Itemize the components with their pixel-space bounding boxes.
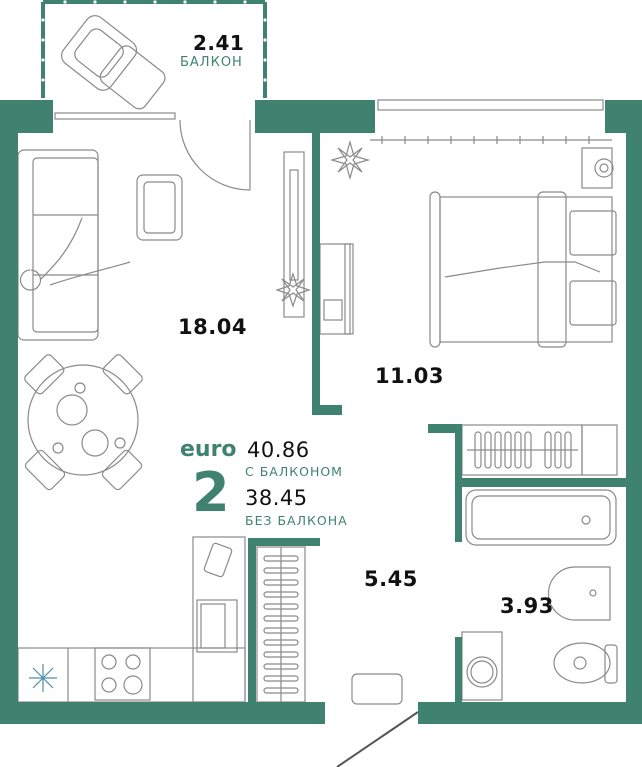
- bedroom-area: 11.03: [375, 364, 444, 388]
- wall: [0, 100, 18, 712]
- bed-icon: [429, 191, 617, 348]
- wall: [455, 478, 626, 487]
- wall: [312, 133, 320, 415]
- wall: [455, 637, 462, 704]
- room-count: 2: [192, 461, 230, 524]
- area-without-balcony: 38.45: [245, 486, 308, 510]
- plant-icon: [275, 272, 311, 308]
- wall: [428, 424, 462, 433]
- wall: [626, 100, 642, 712]
- hallway-area: 5.45: [364, 567, 418, 591]
- wall: [418, 702, 642, 724]
- wall: [0, 702, 325, 724]
- sofa-icon: [17, 149, 99, 341]
- balcony-area: 2.41: [193, 31, 245, 55]
- bathroom-area: 3.93: [500, 594, 554, 618]
- wall: [312, 405, 342, 415]
- armchair-icon: [60, 15, 166, 110]
- area-with-balcony: 40.86: [247, 438, 310, 462]
- label-with-balcony: С БАЛКОНОМ: [245, 464, 343, 479]
- wall: [255, 100, 375, 133]
- brand-label: euro: [180, 437, 237, 462]
- wall: [248, 538, 320, 546]
- wall: [0, 100, 53, 133]
- balcony-label: БАЛКОН: [180, 55, 243, 70]
- plant-icon: [329, 139, 371, 181]
- snowflake-icon: [29, 664, 57, 692]
- label-without-balcony: БЕЗ БАЛКОНА: [245, 513, 348, 528]
- dining-table-icon: [24, 354, 143, 491]
- wall: [248, 538, 256, 704]
- living-kitchen-area: 18.04: [178, 315, 247, 339]
